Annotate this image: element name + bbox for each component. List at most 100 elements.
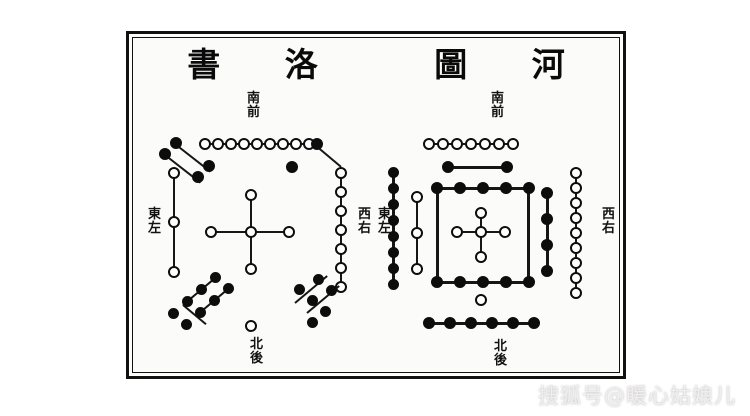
dot-black [523, 276, 535, 288]
diagram-luoshu: 南 前 北 後 東 左 西 右 [135, 92, 383, 376]
dot-black [431, 182, 443, 194]
dot-white [570, 212, 582, 224]
hetu-label-east-line1: 東 [377, 207, 391, 222]
dot-black [388, 263, 399, 274]
dot-white [507, 138, 519, 150]
connector-line [448, 166, 507, 169]
luoshu-label-north: 北 後 [249, 338, 264, 365]
dot-black [500, 182, 512, 194]
dot-white [168, 266, 180, 278]
dot-white [475, 251, 487, 263]
connector-line [546, 192, 549, 268]
luoshu-label-south-line2: 前 [246, 104, 260, 120]
luoshu-label-north-line1: 北 [249, 337, 263, 352]
dot-black [523, 182, 535, 194]
dot-black [388, 247, 399, 258]
dot-black [192, 171, 204, 183]
dot-white [570, 257, 582, 269]
dot-black [442, 161, 454, 173]
luoshu-label-south-line1: 南 [246, 91, 260, 106]
diagram-hetu: 南 前 北 後 東 左 西 右 [377, 92, 623, 376]
title-hetu-char-2: 河 [531, 45, 565, 84]
dot-white [335, 167, 347, 179]
luoshu-label-west-line1: 西 [357, 207, 371, 222]
connector-line [436, 189, 439, 283]
dot-black [541, 239, 553, 251]
hetu-label-north: 北 後 [493, 340, 508, 367]
dot-white [475, 207, 487, 219]
title-hetu-char-1: 圖 [434, 45, 468, 84]
dot-black [388, 231, 399, 242]
dot-white [570, 227, 582, 239]
dot-white [411, 263, 423, 275]
hetu-label-south-line1: 南 [490, 91, 504, 106]
dot-black [486, 317, 498, 329]
dot-black [388, 183, 399, 194]
hetu-label-north-line2: 後 [493, 352, 507, 368]
dot-black [388, 279, 399, 290]
hetu-label-west-line1: 西 [601, 207, 615, 222]
dot-white [499, 226, 511, 238]
dot-white [465, 138, 477, 150]
dot-white [251, 138, 263, 150]
dot-black [311, 138, 323, 150]
dot-black [431, 276, 443, 288]
dot-black [444, 317, 456, 329]
dot-black [454, 182, 466, 194]
dot-black [388, 167, 399, 178]
dot-black [307, 317, 318, 328]
dot-white [451, 226, 463, 238]
dot-white [245, 189, 257, 201]
dot-white [570, 272, 582, 284]
dot-black [286, 161, 298, 173]
dot-black [477, 276, 489, 288]
dot-black [454, 276, 466, 288]
dot-black [541, 265, 553, 277]
dot-white [479, 138, 491, 150]
dot-black [294, 284, 305, 295]
hetu-label-west: 西 右 [601, 208, 616, 235]
dot-black [501, 161, 513, 173]
connector-line [429, 322, 533, 325]
dot-black [313, 274, 324, 285]
dot-white [335, 186, 347, 198]
dot-white [570, 197, 582, 209]
dot-white [570, 182, 582, 194]
hetu-label-north-line1: 北 [493, 339, 507, 354]
dot-black [423, 317, 435, 329]
dot-white [570, 242, 582, 254]
luoshu-label-east-line2: 左 [147, 220, 161, 236]
dot-white [168, 216, 180, 228]
dot-white [451, 138, 463, 150]
dot-black [465, 317, 477, 329]
dot-white [238, 138, 250, 150]
dot-white [264, 138, 276, 150]
hetu-label-east-line2: 左 [377, 220, 391, 236]
luoshu-label-west-line2: 右 [357, 220, 371, 236]
dot-black [320, 306, 331, 317]
dot-white [423, 138, 435, 150]
dot-black [210, 272, 221, 283]
dot-black [326, 285, 337, 296]
dot-white [245, 263, 257, 275]
dot-black [388, 199, 399, 210]
dot-black [168, 308, 179, 319]
dot-white [493, 138, 505, 150]
title-hetu: 圖 河 [376, 48, 623, 81]
dot-black [196, 284, 207, 295]
dot-black [223, 283, 234, 294]
dot-black [195, 307, 206, 318]
watermark-text: 搜狐号@暖心姑娘儿 [538, 384, 736, 408]
dot-black [500, 276, 512, 288]
dot-black [541, 213, 553, 225]
dot-black [307, 295, 318, 306]
luoshu-label-south: 南 前 [246, 92, 261, 119]
dot-white [245, 226, 257, 238]
dot-black [477, 182, 489, 194]
dot-black [181, 319, 192, 330]
connector-line [392, 172, 395, 282]
dot-black [170, 137, 182, 149]
dot-white [335, 243, 347, 255]
luoshu-label-east-line1: 東 [147, 207, 161, 222]
dot-white [475, 226, 487, 238]
